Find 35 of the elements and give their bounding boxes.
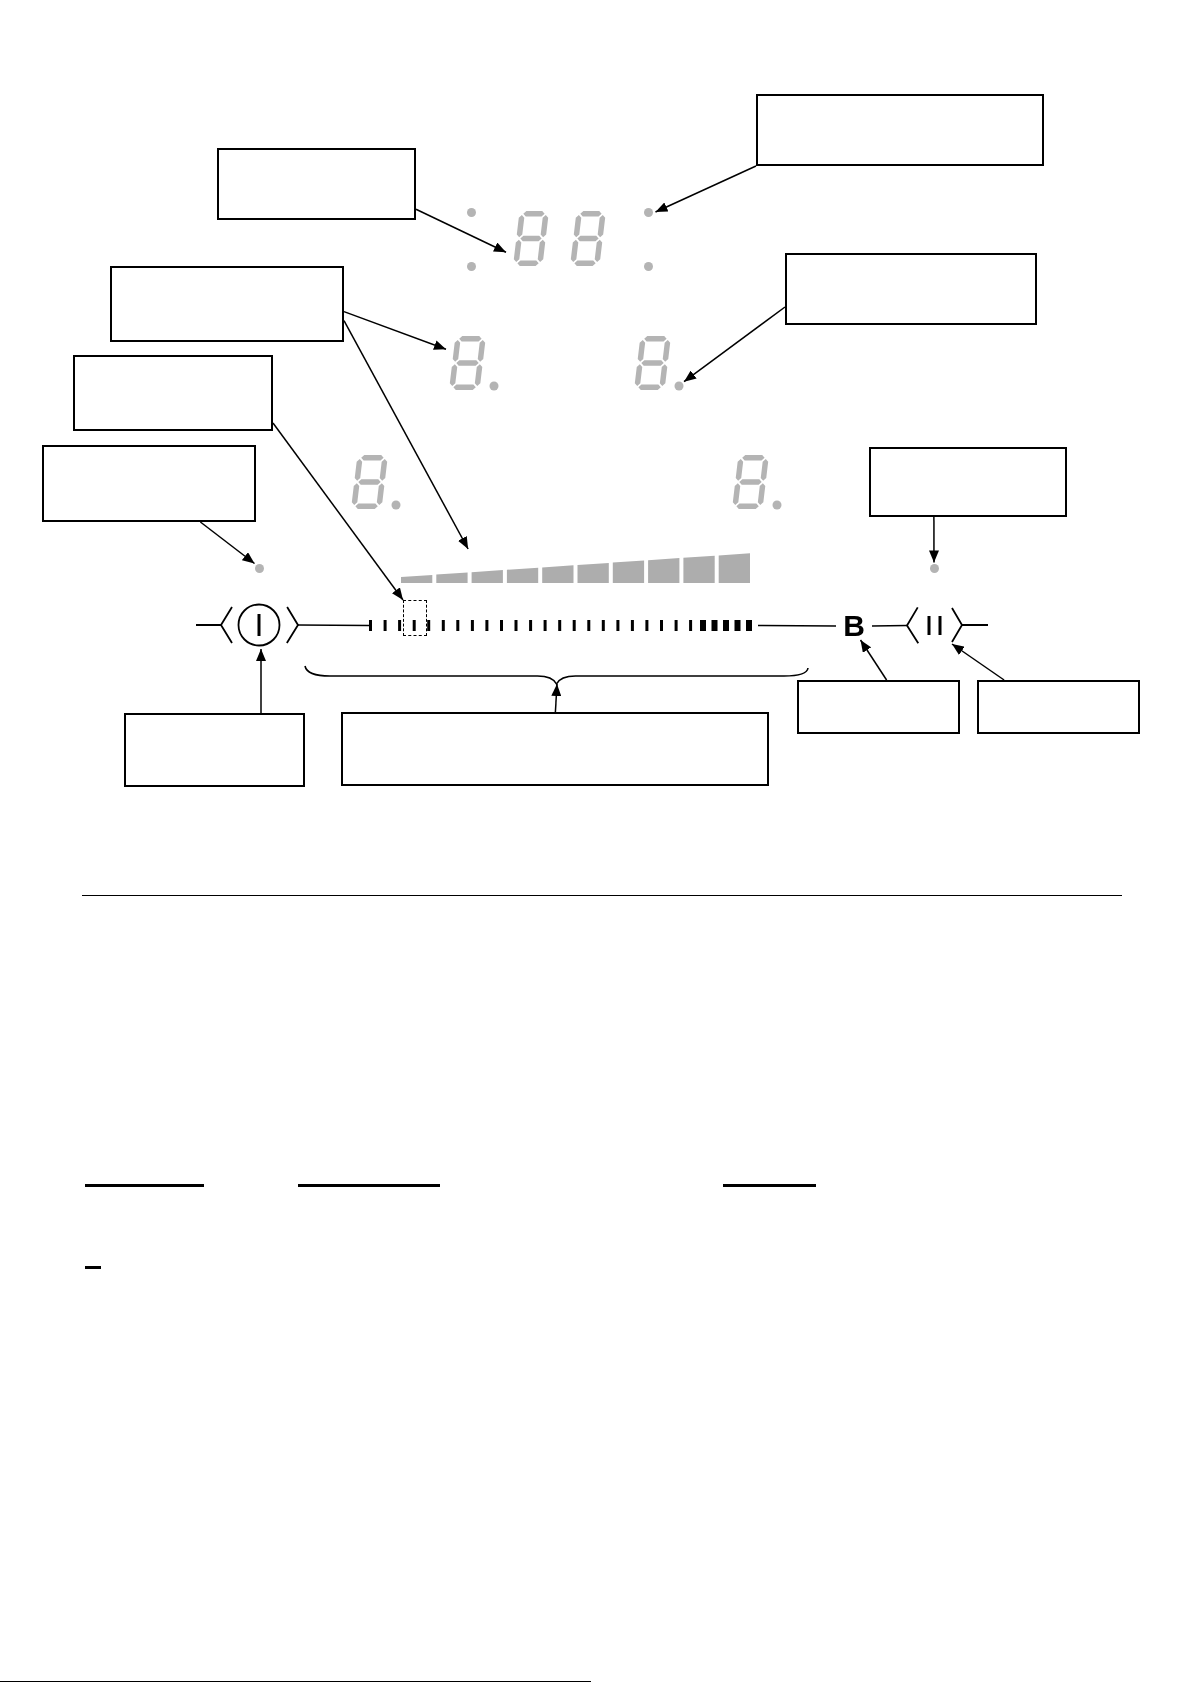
callout-box bbox=[124, 713, 305, 787]
callout-box bbox=[869, 447, 1067, 517]
callout-box bbox=[42, 445, 256, 522]
arrow bbox=[654, 165, 757, 213]
arrow bbox=[928, 516, 939, 564]
arrow bbox=[199, 521, 256, 565]
segment-digit-icon bbox=[447, 335, 499, 392]
power-icon bbox=[196, 603, 283, 647]
chevron-line bbox=[285, 606, 370, 644]
callout-box bbox=[785, 253, 1037, 325]
slider-scale bbox=[369, 620, 752, 631]
callout-box bbox=[756, 94, 1044, 166]
curly-brace bbox=[304, 666, 809, 684]
arrow bbox=[256, 648, 266, 714]
callout-box bbox=[797, 680, 960, 734]
arrow bbox=[343, 310, 447, 351]
arrow bbox=[415, 208, 507, 253]
arrow bbox=[683, 306, 786, 383]
chevron-line bbox=[871, 606, 920, 645]
connector-line bbox=[757, 624, 837, 627]
indicator-dot-icon bbox=[254, 563, 264, 573]
callout-box bbox=[977, 680, 1140, 734]
callout-box bbox=[341, 712, 769, 786]
callout-box bbox=[73, 355, 273, 431]
arrow bbox=[859, 639, 888, 681]
arrow bbox=[951, 643, 1005, 681]
indicator-dot-icon bbox=[643, 207, 653, 217]
indicator-dot-icon bbox=[929, 563, 939, 573]
segment-digit-icon bbox=[632, 335, 684, 392]
arrow bbox=[272, 422, 404, 601]
callout-box bbox=[217, 148, 416, 220]
arrow bbox=[343, 319, 469, 550]
callout-box bbox=[110, 266, 344, 342]
arrow bbox=[551, 683, 562, 713]
key-letter: B bbox=[842, 612, 866, 640]
